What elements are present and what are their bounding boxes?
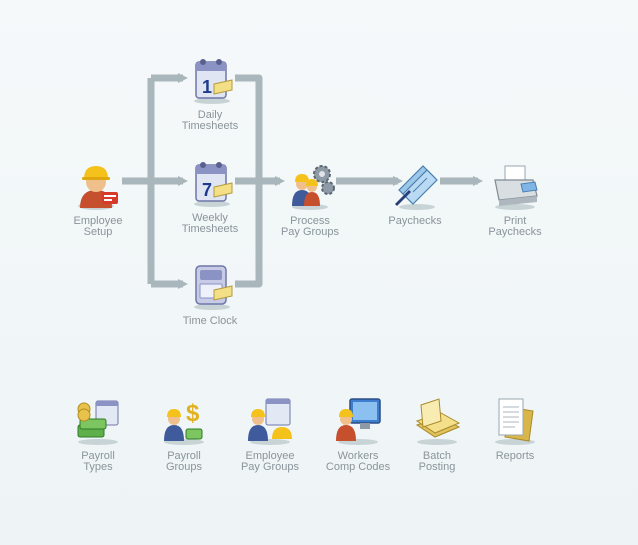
reports-node[interactable]: Reports [467, 395, 563, 462]
calendar-1-icon: 1 [194, 59, 233, 104]
daily-timesheets-node[interactable]: 1 Daily Timesheets [162, 54, 258, 132]
paper-stack-icon [415, 398, 461, 445]
svg-text:$: $ [186, 400, 200, 427]
daily-timesheets-label: Daily Timesheets [181, 109, 239, 132]
time-clock-icon [194, 265, 233, 310]
reports-label: Reports [495, 450, 535, 462]
paychecks-label: Paychecks [388, 215, 442, 227]
workers-comp-codes-label: Workers Comp Codes [325, 450, 391, 473]
worker-hardhat-icon [78, 166, 118, 210]
worker-monitor-icon [336, 398, 381, 445]
employee-pay-groups-node[interactable]: Employee Pay Groups [222, 395, 318, 473]
process-pay-groups-label: Process Pay Groups [280, 215, 340, 238]
workers-gears-icon [292, 165, 335, 210]
employee-setup-node[interactable]: Employee Setup [50, 160, 146, 238]
batch-posting-node[interactable]: Batch Posting [389, 395, 485, 473]
payroll-types-label: Payroll Types [81, 450, 115, 473]
payroll-types-node[interactable]: Payroll Types [50, 395, 146, 473]
employee-setup-label: Employee Setup [73, 215, 123, 238]
paychecks-icon [395, 165, 438, 210]
payroll-groups-label: Payroll Groups [165, 450, 203, 473]
time-clock-label: Time Clock [182, 315, 238, 327]
calendar-7-icon: 7 [194, 162, 233, 207]
weekly-timesheets-node[interactable]: 7 Weekly Timesheets [162, 157, 258, 235]
time-clock-node[interactable]: Time Clock [162, 260, 258, 327]
report-pages-icon [495, 398, 535, 445]
payroll-groups-node[interactable]: $ Payroll Groups [136, 395, 232, 473]
workers-calendar-icon [248, 398, 292, 445]
batch-posting-label: Batch Posting [418, 450, 456, 473]
money-calendar-icon [77, 400, 119, 445]
daily-calendar-digit: 1 [202, 77, 212, 97]
print-paychecks-label: Print Paychecks [488, 215, 542, 238]
employee-pay-groups-label: Employee Pay Groups [240, 450, 300, 473]
printer-icon [494, 165, 538, 210]
print-paychecks-node[interactable]: Print Paychecks [467, 160, 563, 238]
process-pay-groups-node[interactable]: Process Pay Groups [262, 160, 358, 238]
workers-dollar-icon: $ [164, 400, 204, 445]
weekly-timesheets-label: Weekly Timesheets [181, 212, 239, 235]
workers-comp-codes-node[interactable]: Workers Comp Codes [310, 395, 406, 473]
weekly-calendar-digit: 7 [202, 180, 212, 200]
paychecks-node[interactable]: Paychecks [367, 160, 463, 227]
